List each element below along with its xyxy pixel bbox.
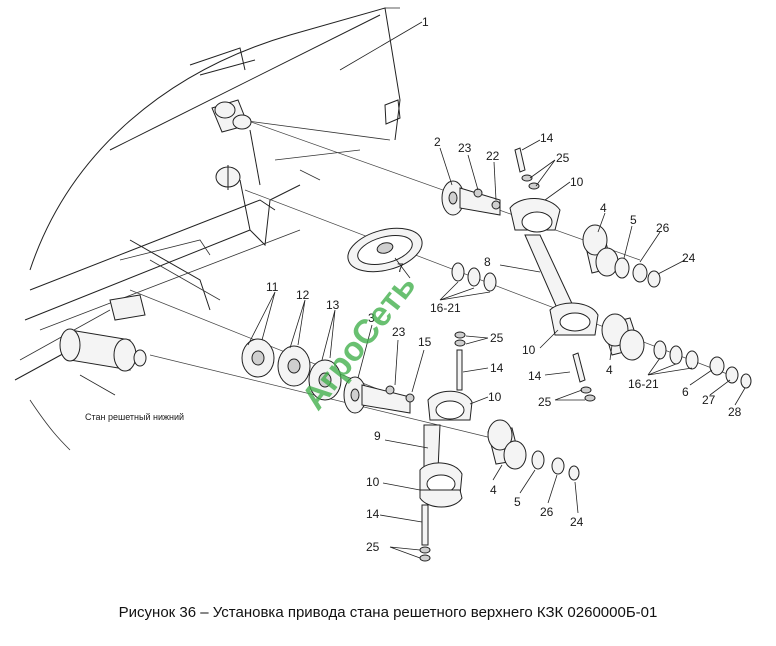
callout-25: 25: [490, 331, 504, 345]
callout-25: 25: [556, 151, 570, 165]
bushing-4-lower: [487, 419, 527, 470]
callout-4: 4: [606, 363, 613, 377]
callout-14: 14: [366, 507, 380, 521]
callout-5: 5: [630, 213, 637, 227]
callout-9: 9: [374, 429, 381, 443]
callout-26: 26: [656, 221, 670, 235]
callout-13: 13: [326, 298, 340, 312]
callout-2: 2: [434, 135, 441, 149]
side-label: Стан решетный нижний: [85, 412, 184, 422]
callout-4: 4: [490, 483, 497, 497]
callout-24: 24: [570, 515, 584, 529]
callout-1: 1: [422, 15, 429, 29]
callout-26: 26: [540, 505, 554, 519]
washers-lower: [531, 450, 580, 481]
callout-6: 6: [682, 385, 689, 399]
callout-16-21: 16-21: [430, 301, 461, 315]
callout-10: 10: [488, 390, 502, 404]
disk-11: [241, 338, 275, 378]
callout-5: 5: [514, 495, 521, 509]
callout-25: 25: [538, 395, 552, 409]
callout-14: 14: [528, 369, 542, 383]
callout-25: 25: [366, 540, 380, 554]
callouts: 1 2 3 4 4 4 5 5 6 7 8 9 10 10 10 10 11 1…: [266, 15, 742, 554]
bushing-upper-left: [211, 99, 252, 133]
callout-23: 23: [392, 325, 406, 339]
disc-on-frame: [215, 165, 241, 190]
callout-10: 10: [522, 343, 536, 357]
callout-3: 3: [368, 311, 375, 325]
connecting-rod-upper: [509, 198, 599, 336]
callout-7: 7: [397, 261, 404, 275]
callout-14: 14: [540, 131, 554, 145]
disk-13: [308, 359, 342, 401]
callout-22: 22: [486, 149, 500, 163]
pins-14: [419, 147, 596, 562]
callout-28: 28: [728, 405, 742, 419]
figure-caption: Рисунок 36 – Установка привода стана реш…: [118, 604, 658, 621]
callout-12: 12: [296, 288, 310, 302]
lower-shaft-assembly: [59, 294, 147, 372]
callout-14: 14: [490, 361, 504, 375]
callout-11: 11: [266, 280, 279, 294]
callout-23: 23: [458, 141, 472, 155]
callout-27: 27: [702, 393, 716, 407]
rings-16-21-upper: [451, 262, 497, 292]
flange-shaft-upper: [441, 180, 501, 216]
connecting-rod-lower: [419, 390, 473, 508]
callout-10: 10: [366, 475, 380, 489]
callout-15: 15: [418, 335, 432, 349]
callout-24: 24: [682, 251, 696, 265]
leader-lines: [79, 21, 746, 559]
washers-5-26-24-upper: [614, 257, 661, 288]
belt: [347, 227, 423, 273]
callout-16-21: 16-21: [628, 377, 659, 391]
callout-10: 10: [570, 175, 584, 189]
bushing-4-upper: [582, 224, 619, 277]
flange-shaft-lower: [343, 376, 415, 414]
bushing-4-middle: [601, 313, 645, 361]
callout-4: 4: [600, 201, 607, 215]
rings-16-21-right: [653, 340, 752, 389]
callout-8: 8: [484, 255, 491, 269]
disk-12: [277, 345, 311, 387]
exploded-assembly-diagram: 1 2 3 4 4 4 5 5 6 7 8 9 10 10 10 10 11 1…: [14, 7, 752, 562]
